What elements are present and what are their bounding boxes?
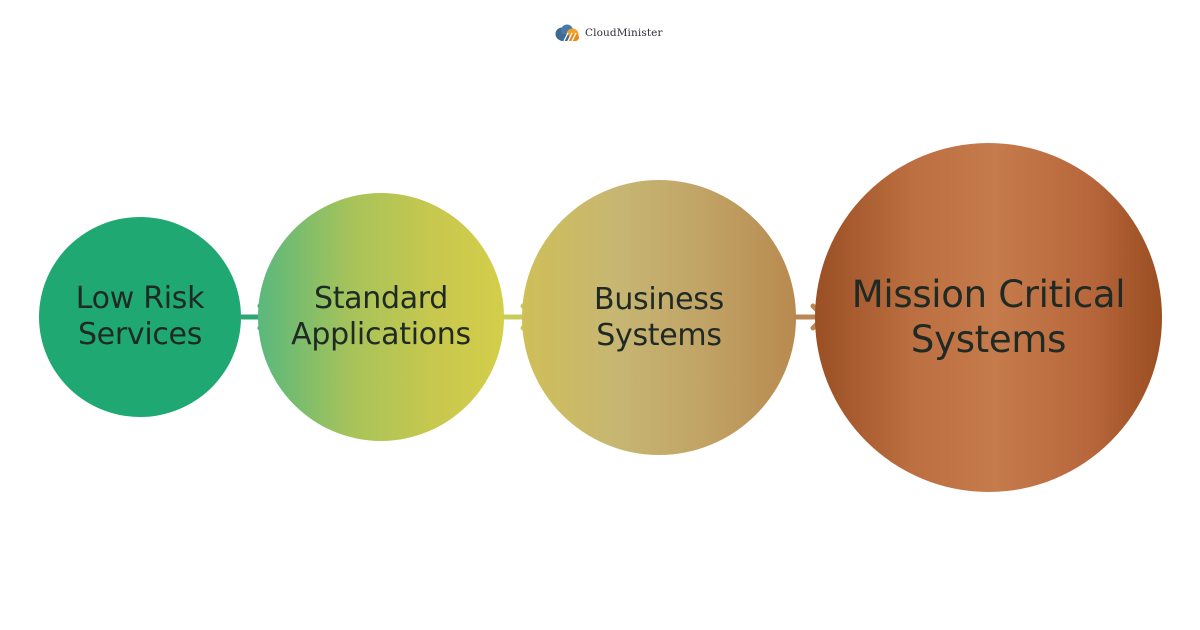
cloud-logo-icon — [555, 24, 579, 42]
brand-name: CloudMinister — [585, 27, 663, 39]
brand-logo: CloudMinister — [553, 22, 663, 44]
